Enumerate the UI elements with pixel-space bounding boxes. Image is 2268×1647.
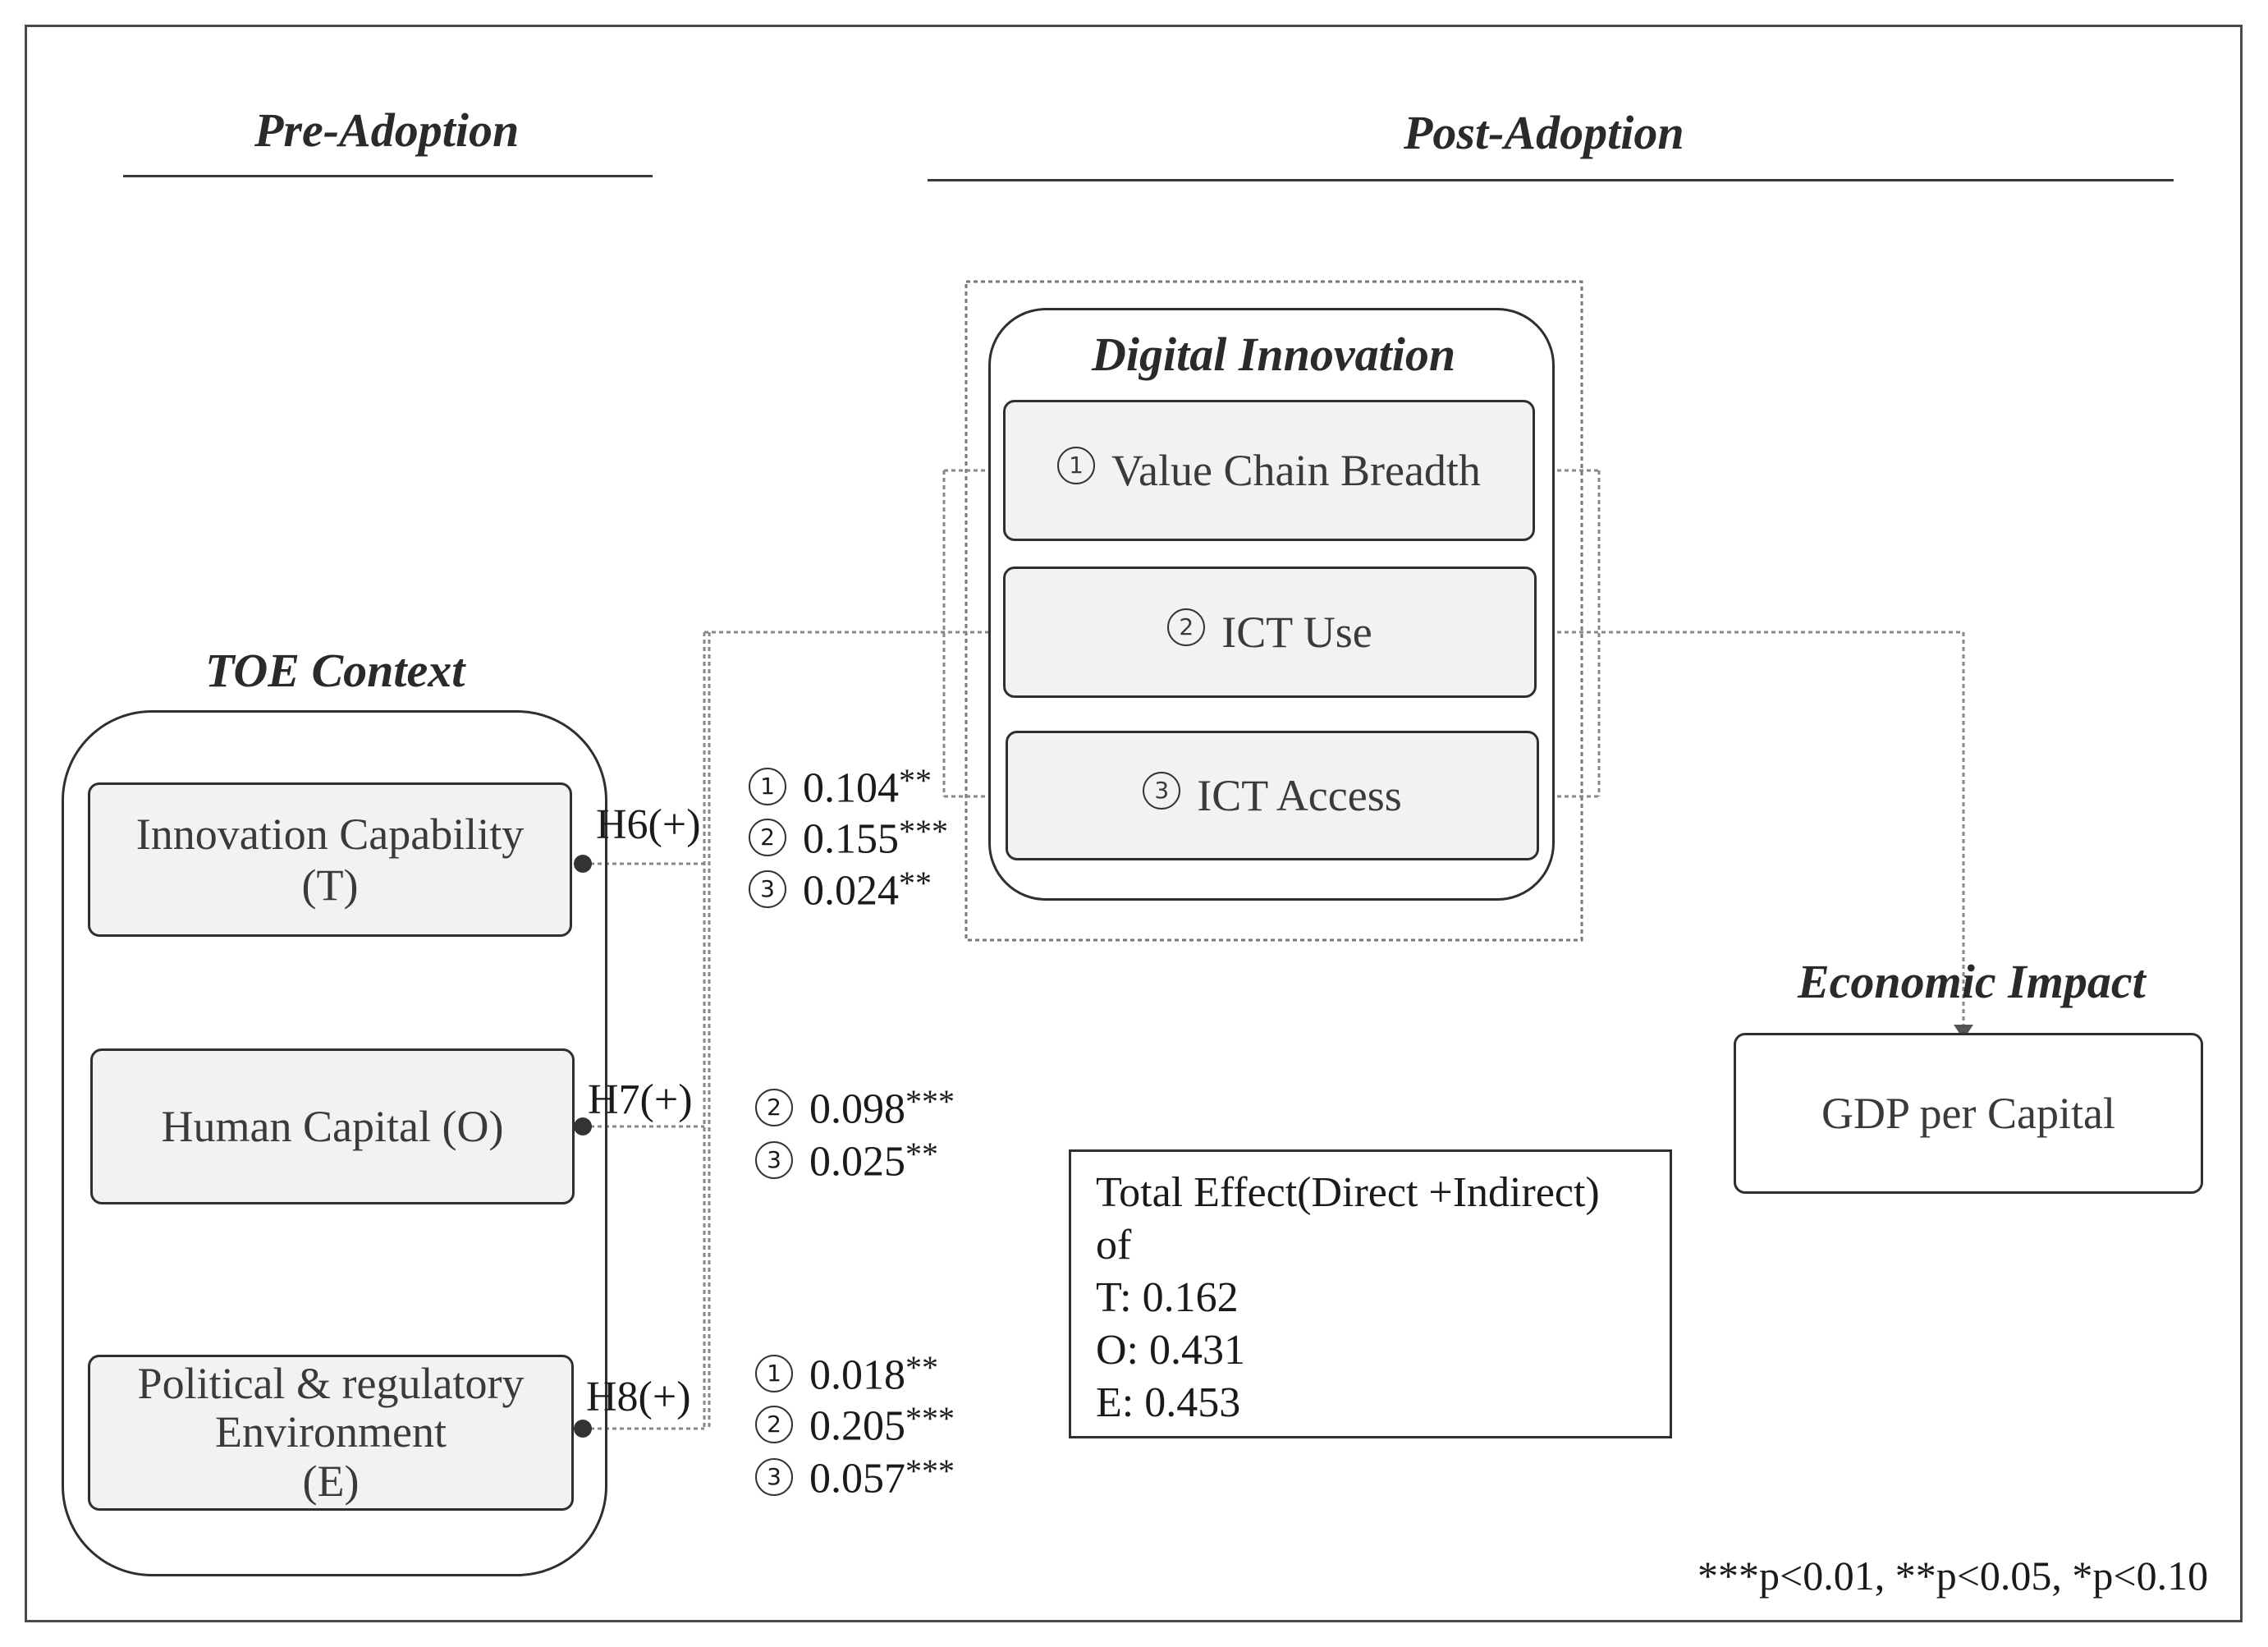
- h7-label: H7(+): [588, 1076, 693, 1123]
- circled-number-icon: 3: [755, 1141, 793, 1180]
- circled-number-icon: 2: [755, 1089, 793, 1127]
- coef-value: 0.155: [803, 815, 899, 863]
- coef-stars: **: [905, 1135, 938, 1172]
- h8-coef-3: 3 0.057***: [755, 1450, 955, 1501]
- total-effect-of: of: [1096, 1222, 1132, 1269]
- innovation-capability-code: (T): [301, 860, 359, 910]
- circled-number-icon: 1: [755, 1355, 793, 1393]
- coef-value: 0.104: [803, 764, 899, 812]
- pre-adoption-rule: [123, 175, 653, 177]
- circled-number-icon: 1: [1057, 447, 1096, 484]
- coef-stars: ***: [905, 1083, 955, 1120]
- significance-note: ***p<0.01, **p<0.05, *p<0.10: [1698, 1553, 2209, 1599]
- total-effect-o: O: 0.431: [1096, 1327, 1245, 1374]
- political-environment-label-2: Environment: [215, 1407, 447, 1457]
- coef-value: 0.205: [809, 1402, 905, 1450]
- pre-adoption-heading: Pre-Adoption: [254, 103, 520, 157]
- h7-coef-1: 2 0.098***: [755, 1080, 955, 1131]
- ict-access-box: 3 ICT Access: [1006, 731, 1539, 860]
- h8-label: H8(+): [586, 1374, 691, 1420]
- circled-number-icon: 3: [749, 870, 786, 909]
- gdp-per-capital-label: GDP per Capital: [1821, 1089, 2115, 1138]
- coef-value: 0.018: [809, 1351, 905, 1399]
- coef-stars: ***: [905, 1452, 955, 1489]
- human-capital-box: Human Capital (O): [90, 1048, 575, 1204]
- circled-number-icon: 2: [749, 819, 786, 857]
- total-effect-t: T: 0.162: [1096, 1274, 1239, 1321]
- coef-stars: **: [899, 762, 932, 799]
- h6-coef-3: 3 0.024**: [749, 862, 932, 913]
- coef-value: 0.098: [809, 1085, 905, 1133]
- h8-coef-2: 2 0.205***: [755, 1397, 955, 1448]
- figure-frame: [25, 25, 2243, 1622]
- h6-coef-1: 1 0.104**: [749, 759, 932, 810]
- h6-connector-dot: [574, 855, 592, 873]
- human-capital-label: Human Capital (O): [161, 1101, 504, 1151]
- total-effect-box: Total Effect(Direct +Indirect) of T: 0.1…: [1069, 1149, 1672, 1438]
- circled-number-icon: 2: [755, 1406, 793, 1444]
- h7-connector-dot: [574, 1117, 592, 1135]
- h7-coef-2: 3 0.025**: [755, 1133, 938, 1184]
- political-environment-code: (E): [302, 1456, 360, 1506]
- coef-value: 0.024: [803, 867, 899, 915]
- value-chain-breadth-box: 1 Value Chain Breadth: [1003, 400, 1535, 541]
- ict-use-box: 2 ICT Use: [1003, 567, 1537, 698]
- toe-context-container: [62, 710, 607, 1576]
- total-effect-title: Total Effect(Direct +Indirect): [1096, 1169, 1600, 1216]
- coef-stars: **: [905, 1349, 938, 1386]
- circled-number-icon: 2: [1167, 608, 1206, 646]
- circled-number-icon: 3: [755, 1458, 793, 1497]
- h6-coef-2: 2 0.155***: [749, 810, 948, 861]
- coef-value: 0.025: [809, 1138, 905, 1186]
- post-adoption-heading: Post-Adoption: [1404, 106, 1684, 159]
- toe-context-heading: TOE Context: [205, 644, 465, 697]
- post-adoption-rule: [928, 179, 2174, 181]
- arrowhead-icon: [1954, 1025, 1973, 1039]
- innovation-capability-label: Innovation Capability: [135, 809, 525, 859]
- gdp-per-capital-box: GDP per Capital: [1734, 1033, 2203, 1194]
- circled-number-icon: 1: [749, 768, 786, 806]
- ict-use-label: ICT Use: [1221, 607, 1372, 657]
- total-effect-e: E: 0.453: [1096, 1379, 1241, 1426]
- coef-stars: **: [899, 865, 932, 901]
- innovation-capability-box: Innovation Capability(T): [88, 782, 572, 937]
- value-chain-breadth-label: Value Chain Breadth: [1111, 445, 1481, 495]
- h8-connector-dot: [574, 1420, 592, 1438]
- political-environment-label-1: Political & regulatory: [137, 1358, 525, 1408]
- coef-stars: ***: [905, 1400, 955, 1437]
- circled-number-icon: 3: [1143, 772, 1181, 810]
- ict-access-label: ICT Access: [1197, 770, 1402, 820]
- economic-impact-heading: Economic Impact: [1798, 955, 2146, 1008]
- h6-label: H6(+): [596, 801, 701, 848]
- coef-stars: ***: [899, 813, 948, 850]
- coef-value: 0.057: [809, 1455, 905, 1502]
- h8-coef-1: 1 0.018**: [755, 1347, 938, 1397]
- digital-innovation-heading: Digital Innovation: [1092, 328, 1456, 381]
